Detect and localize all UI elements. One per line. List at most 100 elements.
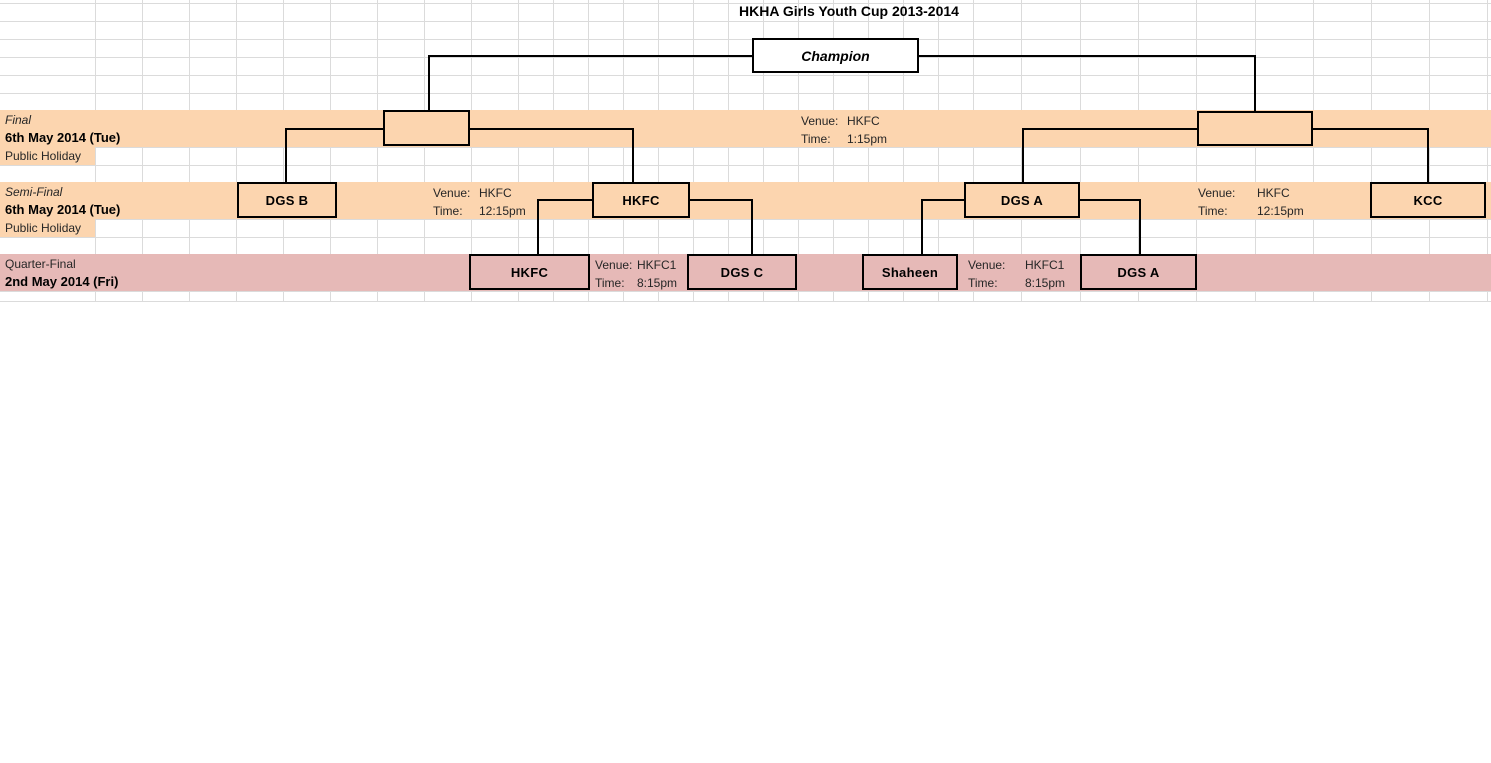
grid-line-vertical (1255, 0, 1256, 301)
quarterfinal-slot-dgs-a: DGS A (1080, 254, 1197, 290)
champion-label: Champion (801, 47, 870, 64)
grid-line-vertical (903, 0, 904, 301)
semifinal-left-venue-info: Venue:HKFC Time:12:15pm (433, 184, 526, 220)
venue-label: Venue: (1198, 186, 1236, 200)
connector-line (285, 128, 383, 130)
grid-line-vertical (623, 0, 624, 301)
grid-line-vertical (1487, 0, 1488, 301)
semifinal-slot-kcc: KCC (1370, 182, 1486, 218)
grid-line-vertical (973, 0, 974, 301)
connector-line (919, 55, 1256, 57)
connector-line (468, 128, 634, 130)
grid-line-vertical (142, 0, 143, 301)
grid-line-vertical (1371, 0, 1372, 301)
grid-line-vertical (728, 0, 729, 301)
grid-line-vertical (868, 0, 869, 301)
grid-line-vertical (1313, 0, 1314, 301)
quarterfinal-left-venue-info: Venue:HKFC1 Time:8:15pm (595, 256, 677, 292)
grid-line-horizontal (0, 3, 1491, 4)
semifinal-slot-dgs-a: DGS A (964, 182, 1080, 218)
final-venue-info: Venue:HKFC Time:1:15pm (801, 112, 887, 148)
connector-line (285, 128, 287, 182)
grid-line-vertical (377, 0, 378, 301)
grid-line-vertical (658, 0, 659, 301)
connector-line (428, 55, 430, 111)
time-label: Time: (1198, 204, 1228, 218)
venue-value: HKFC (847, 114, 880, 128)
final-slot-right (1197, 111, 1313, 146)
connector-line (537, 199, 539, 254)
grid-line-vertical (283, 0, 284, 301)
grid-line-vertical (1196, 0, 1197, 301)
grid-line-vertical (189, 0, 190, 301)
venue-label: Venue: (968, 258, 1006, 272)
connector-line (1311, 128, 1429, 130)
quarterfinal-round-date: 2nd May 2014 (Fri) (5, 274, 119, 289)
connector-line (1427, 128, 1429, 182)
team-name: HKFC (510, 264, 549, 280)
grid-line-vertical (1429, 0, 1430, 301)
connector-line (632, 128, 634, 182)
semifinal-round-name: Semi-Final (5, 185, 63, 199)
grid-line-horizontal (0, 39, 1491, 40)
grid-line-vertical (938, 0, 939, 301)
grid-line-horizontal (0, 21, 1491, 22)
grid-line-horizontal (0, 57, 1491, 58)
team-name: KCC (1413, 192, 1443, 208)
venue-value: HKFC (479, 186, 512, 200)
semifinal-round-header: Semi-Final 6th May 2014 (Tue) (5, 183, 120, 219)
final-public-holiday-band: Public Holiday (0, 147, 95, 165)
champion-box: Champion (752, 38, 919, 73)
time-value: 1:15pm (847, 132, 888, 146)
grid-line-vertical (763, 0, 764, 301)
grid-line-vertical (1021, 0, 1022, 301)
connector-line (1078, 199, 1141, 201)
grid-line-vertical (553, 0, 554, 301)
quarterfinal-round-name: Quarter-Final (5, 257, 76, 271)
grid-line-horizontal (0, 165, 1491, 166)
connector-line (1139, 199, 1141, 254)
connector-line (1254, 55, 1256, 112)
time-label: Time: (801, 132, 831, 146)
team-name: DGS C (720, 264, 764, 280)
grid-line-horizontal (0, 93, 1491, 94)
team-name: DGS B (265, 192, 309, 208)
semifinal-slot-hkfc: HKFC (592, 182, 690, 218)
grid-line-vertical (798, 0, 799, 301)
quarterfinal-right-venue-info: Venue: HKFC1 Time: 8:15pm (968, 256, 1065, 292)
grid-line-horizontal (0, 237, 1491, 238)
connector-line (1022, 128, 1198, 130)
grid-line-vertical (95, 0, 96, 301)
grid-line-vertical (518, 0, 519, 301)
grid-line-horizontal (0, 219, 1491, 220)
final-slot-left (383, 110, 470, 146)
venue-value: HKFC1 (1025, 258, 1065, 272)
final-round-date: 6th May 2014 (Tue) (5, 130, 121, 145)
final-round-name: Final (5, 113, 32, 127)
quarterfinal-slot-shaheen: Shaheen (862, 254, 958, 290)
semifinal-public-holiday-band: Public Holiday (0, 219, 95, 237)
time-value: 8:15pm (637, 276, 678, 290)
grid-line-vertical (588, 0, 589, 301)
grid-line-horizontal (0, 291, 1491, 292)
grid-line-vertical (1138, 0, 1139, 301)
semifinal-round-date: 6th May 2014 (Tue) (5, 202, 121, 217)
semifinal-slot-dgs-b: DGS B (237, 182, 337, 218)
grid-line-vertical (424, 0, 425, 301)
quarterfinal-slot-dgs-c: DGS C (687, 254, 797, 290)
connector-line (428, 55, 752, 57)
page-title: HKHA Girls Youth Cup 2013-2014 (739, 3, 959, 19)
grid-line-horizontal (0, 147, 1491, 148)
grid-line-vertical (1080, 0, 1081, 301)
team-name: HKFC (622, 192, 660, 208)
grid-line-vertical (833, 0, 834, 301)
connector-line (537, 199, 593, 201)
time-value: 8:15pm (1025, 276, 1066, 290)
connector-line (688, 199, 753, 201)
time-label: Time: (968, 276, 998, 290)
quarterfinal-round-header: Quarter-Final 2nd May 2014 (Fri) (5, 255, 118, 291)
grid-line-vertical (471, 0, 472, 301)
grid-line-horizontal (0, 75, 1491, 76)
connector-line (1022, 128, 1024, 182)
